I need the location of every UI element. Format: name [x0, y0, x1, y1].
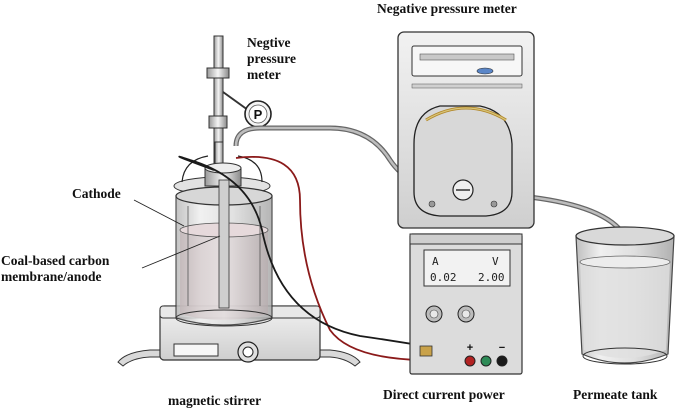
negative-terminal[interactable] [496, 355, 508, 367]
dc-power-supply: A V 0.02 2.00 + − [409, 233, 523, 375]
power-lcd [423, 249, 511, 287]
membrane-anode-label: Coal-based carbon membrane/anode [1, 253, 109, 285]
stirrer-knob[interactable] [237, 341, 259, 363]
negtive-pressure-meter-label: Negtive pressure meter [247, 35, 296, 84]
power-switch[interactable] [419, 345, 433, 357]
voltage-knob[interactable] [457, 305, 475, 323]
stirrer-display [173, 343, 219, 357]
stand-pressure-gauge: P [244, 100, 272, 128]
reactor-beaker [173, 155, 273, 327]
current-value: 0.02 [430, 271, 457, 284]
label-line: Negtive [247, 35, 291, 50]
label-line: membrane/anode [1, 269, 102, 285]
peristaltic-pump [397, 31, 535, 229]
cathode-label: Cathode [72, 186, 121, 201]
voltage-unit: V [492, 255, 499, 268]
label-line: meter [247, 67, 281, 83]
permeate-tank-label: Permeate tank [573, 387, 658, 402]
current-knob[interactable] [425, 305, 443, 323]
positive-terminal[interactable] [464, 355, 476, 367]
stand-pole [206, 35, 249, 183]
negative-pressure-meter-label: Negative pressure meter [377, 1, 517, 16]
current-unit: A [432, 255, 439, 268]
permeate-tank [575, 226, 675, 365]
voltage-value: 2.00 [478, 271, 505, 284]
direct-current-power-label: Direct current power [383, 387, 505, 402]
minus-sign: − [499, 342, 505, 354]
label-line: pressure [247, 51, 297, 67]
plus-sign: + [467, 342, 473, 354]
ground-terminal[interactable] [480, 355, 492, 367]
gauge-letter: P [254, 107, 263, 122]
label-line: Coal-based carbon [1, 253, 110, 268]
leader-lines [133, 199, 221, 269]
electrode-wires [178, 155, 501, 361]
magnetic-stirrer-label: magnetic stirrer [168, 393, 262, 408]
